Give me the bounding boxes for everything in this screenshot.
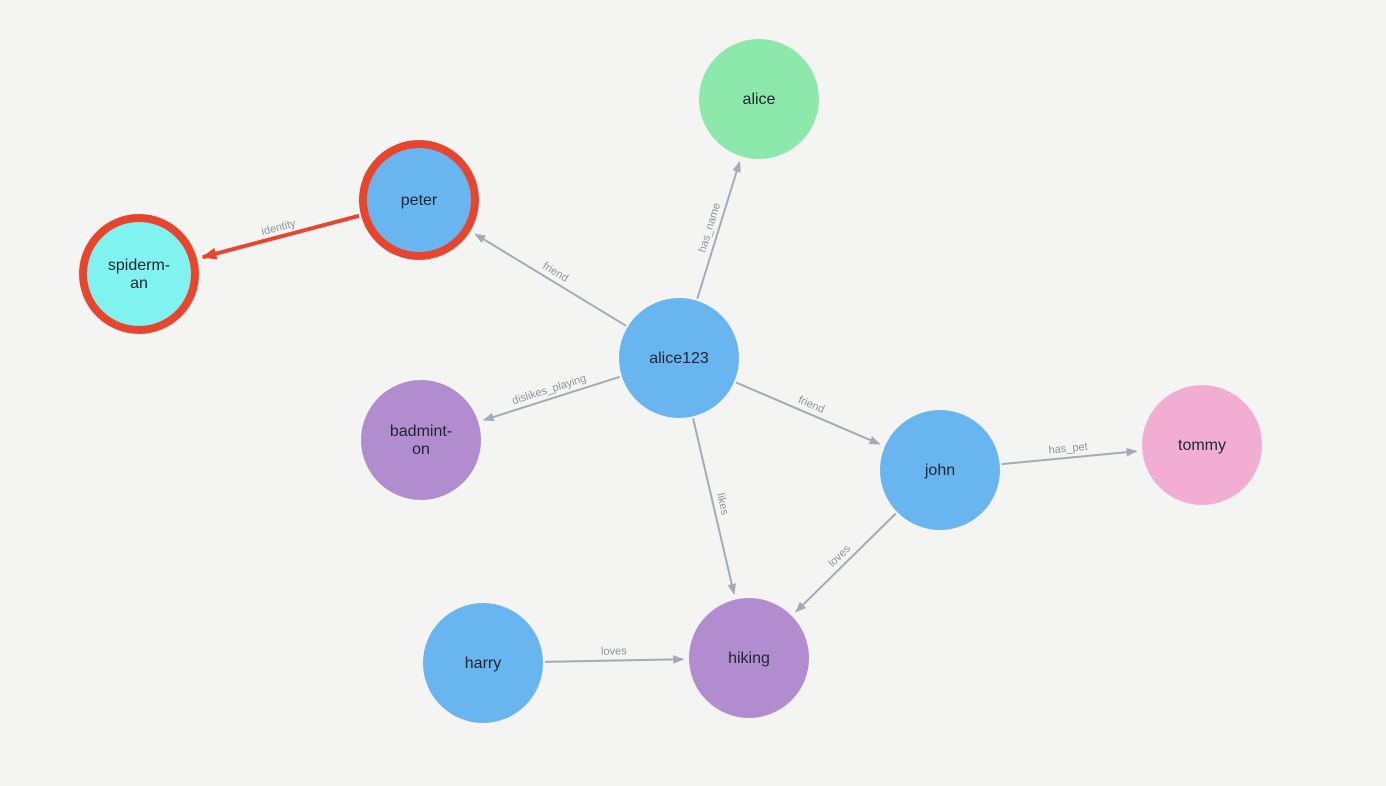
node-hiking[interactable]: hiking bbox=[689, 598, 809, 718]
node-circle-highlighted[interactable] bbox=[79, 214, 199, 334]
node-alice[interactable]: alice bbox=[699, 39, 819, 159]
node-label: peter bbox=[401, 192, 438, 209]
node-label: tommy bbox=[1178, 437, 1226, 454]
node-label: badmint-on bbox=[390, 423, 452, 458]
edge-alice123-john[interactable] bbox=[735, 381, 881, 445]
edge-label-alice123-peter[interactable]: friend bbox=[541, 260, 571, 285]
edge-alice123-hiking[interactable] bbox=[692, 418, 737, 595]
node-circle[interactable] bbox=[699, 39, 819, 159]
edge-john-hiking[interactable] bbox=[795, 512, 897, 613]
edge-alice123-badminton[interactable] bbox=[482, 375, 621, 422]
edge-alice123-alice[interactable] bbox=[696, 161, 741, 300]
edge-label-john-hiking[interactable]: loves bbox=[826, 543, 853, 570]
node-circle[interactable] bbox=[880, 410, 1000, 530]
node-label: alice123 bbox=[649, 350, 709, 367]
edge-label-john-tommy[interactable]: has_pet bbox=[1048, 441, 1088, 457]
node-john[interactable]: john bbox=[880, 410, 1000, 530]
edge-label-harry-hiking[interactable]: loves bbox=[601, 645, 627, 657]
node-label: spiderm-an bbox=[108, 257, 170, 292]
edge-harry-hiking[interactable] bbox=[544, 655, 685, 664]
edge-label-alice123-john[interactable]: friend bbox=[796, 394, 826, 416]
edge-label-alice123-hiking[interactable]: likes bbox=[714, 492, 731, 517]
node-label: harry bbox=[465, 655, 501, 672]
node-label: alice bbox=[743, 91, 776, 108]
edge-john-tommy[interactable] bbox=[1001, 447, 1138, 466]
edge-peter-spiderman[interactable] bbox=[201, 213, 360, 260]
node-alice123[interactable]: alice123 bbox=[619, 298, 739, 418]
node-circle[interactable] bbox=[619, 298, 739, 418]
node-badminton[interactable]: badmint-on bbox=[361, 380, 481, 500]
node-circle[interactable] bbox=[423, 603, 543, 723]
edge-alice123-peter[interactable] bbox=[474, 233, 627, 327]
node-peter[interactable]: peter bbox=[359, 140, 479, 260]
node-label: john bbox=[924, 462, 955, 479]
node-circle[interactable] bbox=[361, 380, 481, 500]
node-spiderman[interactable]: spiderm-an bbox=[79, 214, 199, 334]
node-label: hiking bbox=[728, 650, 770, 667]
node-tommy[interactable]: tommy bbox=[1142, 385, 1262, 505]
node-circle-highlighted[interactable] bbox=[359, 140, 479, 260]
node-circle[interactable] bbox=[1142, 385, 1262, 505]
node-circle[interactable] bbox=[689, 598, 809, 718]
node-harry[interactable]: harry bbox=[423, 603, 543, 723]
